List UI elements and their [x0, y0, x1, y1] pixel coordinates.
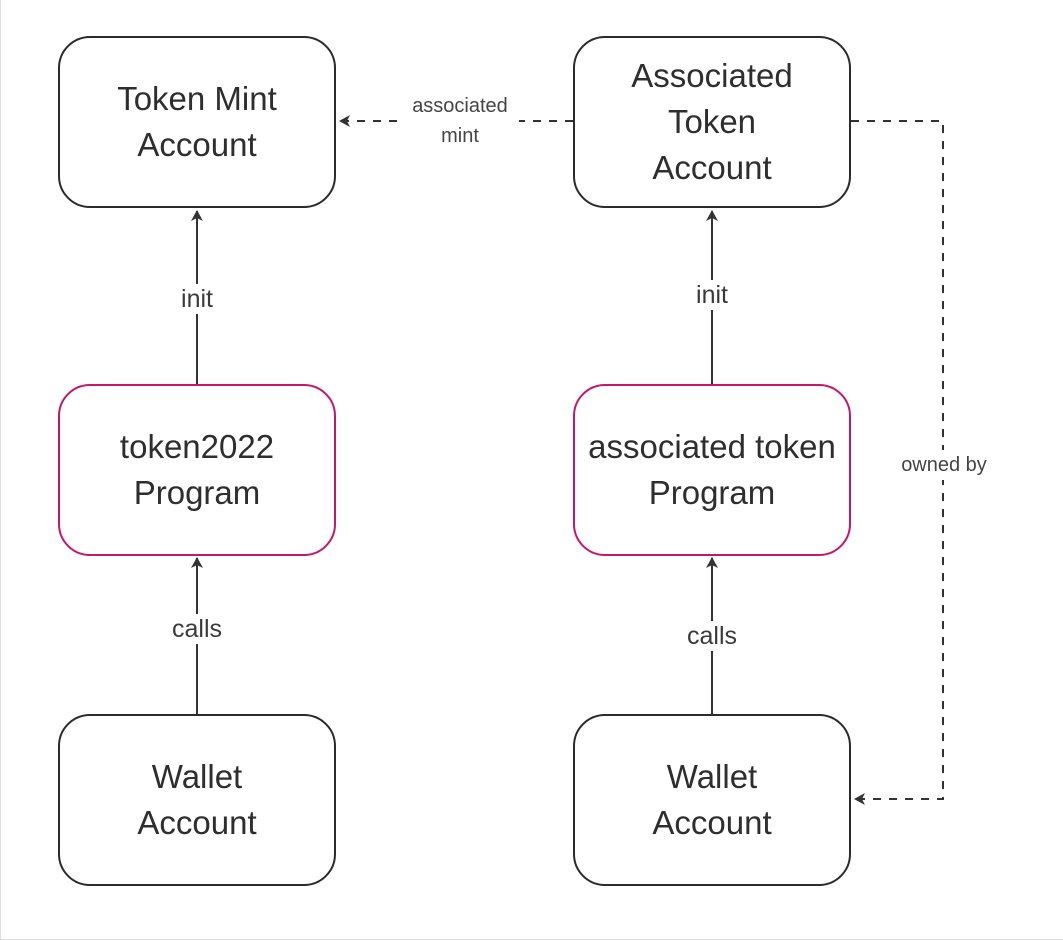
- associated-token-account-node[interactable]: Associated Token Account: [573, 36, 851, 208]
- edge-label-associated-mint: associated mint: [401, 91, 519, 151]
- node-text-line: Wallet: [666, 758, 758, 795]
- node-text-line: Account: [137, 804, 257, 841]
- node-text-line: Token Mint: [117, 80, 277, 117]
- node-text-line: Program: [648, 474, 776, 511]
- wallet-account-right-node[interactable]: Wallet Account: [573, 714, 851, 886]
- edge-label-right-calls: calls: [679, 621, 745, 651]
- wallet-account-left-node[interactable]: Wallet Account: [58, 714, 336, 886]
- token-mint-account-node[interactable]: Token Mint Account: [58, 36, 336, 208]
- node-text-line: Account: [652, 149, 772, 186]
- edge-label-associated-mint-line-2: mint: [441, 125, 479, 147]
- node-text-line: Token: [667, 103, 757, 140]
- edge-label-left-init: init: [171, 284, 223, 314]
- node-text-line: Associated: [631, 57, 793, 94]
- associated-token-program-node[interactable]: associated token Program: [573, 384, 851, 556]
- token2022-program-node[interactable]: token2022 Program: [58, 384, 336, 556]
- edge-label-right-init: init: [686, 280, 738, 310]
- node-text-line: Account: [652, 804, 772, 841]
- node-text-line: token2022: [119, 428, 275, 465]
- edge-label-left-calls: calls: [164, 614, 230, 644]
- edge-label-owned-by: owned by: [894, 450, 994, 480]
- node-text-line: Account: [137, 126, 257, 163]
- node-text-line: Wallet: [151, 758, 243, 795]
- node-text-line: Program: [133, 474, 261, 511]
- node-text-line: associated token: [588, 428, 836, 465]
- edge-label-associated-mint-line-1: associated: [412, 95, 508, 117]
